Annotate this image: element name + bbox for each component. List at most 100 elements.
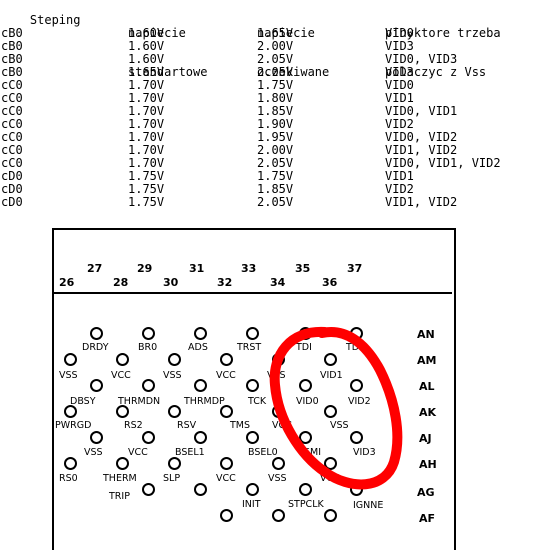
- col-number-37: 37: [347, 262, 363, 275]
- pin: [168, 353, 181, 366]
- pin: [299, 379, 312, 392]
- expected-voltage-cell: 1.90V: [257, 117, 294, 131]
- pin: [324, 457, 337, 470]
- row-label-ah: AH: [419, 458, 437, 471]
- pin: [324, 353, 337, 366]
- pin-label-dbsy: DBSY: [70, 396, 96, 407]
- row-label-am: AM: [417, 354, 437, 367]
- header-expected-line1: napiecie: [257, 26, 315, 40]
- header-pins-line1: pinyktore trzeba: [385, 26, 501, 40]
- pin: [142, 483, 155, 496]
- pin-label-vcc: VCC: [216, 370, 236, 381]
- expected-voltage-cell: 2.05V: [257, 195, 294, 209]
- pin: [142, 327, 155, 340]
- expected-voltage-cell: 1.85V: [257, 182, 294, 196]
- standard-voltage-cell: 1.70V: [128, 91, 165, 105]
- pin: [194, 431, 207, 444]
- red-highlight-ellipse: [269, 326, 403, 490]
- pins-cell: VID1: [385, 169, 414, 183]
- pin-label-vid3: VID3: [353, 447, 376, 458]
- pin: [116, 457, 129, 470]
- steping-cell: cB0: [1, 26, 23, 40]
- header-pins-to-vss: pinyktore trzeba polaczyc z Vss: [385, 1, 501, 105]
- pins-cell: VID2: [385, 117, 414, 131]
- pins-cell: VID3: [385, 65, 414, 79]
- standard-voltage-cell: 1.70V: [128, 156, 165, 170]
- standard-voltage-cell: 1.75V: [128, 182, 165, 196]
- standard-voltage-cell: 1.70V: [128, 78, 165, 92]
- pins-cell: VID0: [385, 26, 414, 40]
- steping-cell: cC0: [1, 104, 23, 118]
- pins-cell: VID1, VID2: [385, 143, 458, 157]
- expected-voltage-cell: 1.65V: [257, 26, 294, 40]
- row-label-an: AN: [417, 328, 435, 341]
- pin-label-init: INIT: [242, 499, 261, 510]
- expected-voltage-cell: 1.80V: [257, 91, 294, 105]
- pin: [220, 405, 233, 418]
- standard-voltage-cell: 1.60V: [128, 52, 165, 66]
- steping-cell: cB0: [1, 52, 23, 66]
- pin: [299, 431, 312, 444]
- standard-voltage-cell: 1.70V: [128, 117, 165, 131]
- pin-label-thrmdn: THRMDN: [118, 396, 161, 407]
- steping-cell: cC0: [1, 156, 23, 170]
- header-pins-line2: polaczyc z Vss: [385, 65, 487, 79]
- pin: [168, 457, 181, 470]
- steping-cell: cD0: [1, 182, 23, 196]
- pin: [90, 431, 103, 444]
- pin-label-vss: VSS: [59, 370, 78, 381]
- pin: [220, 353, 233, 366]
- standard-voltage-cell: 1.75V: [128, 169, 165, 183]
- pins-cell: VID0, VID1, VID2: [385, 156, 501, 170]
- diagram-frame: [52, 228, 456, 550]
- pin-label-vss: VSS: [163, 370, 182, 381]
- pin: [194, 379, 207, 392]
- row-label-al: AL: [419, 380, 435, 393]
- pin-label-rs0: RS0: [59, 473, 78, 484]
- pin: [116, 405, 129, 418]
- pin: [246, 379, 259, 392]
- col-number-33: 33: [241, 262, 257, 275]
- pin-label-vss: VSS: [268, 473, 287, 484]
- steping-cell: cD0: [1, 195, 23, 209]
- col-number-34: 34: [270, 276, 286, 289]
- expected-voltage-cell: 2.00V: [257, 143, 294, 157]
- pin-label-vcc: VCC: [128, 447, 148, 458]
- expected-voltage-cell: 2.05V: [257, 156, 294, 170]
- pin: [168, 405, 181, 418]
- standard-voltage-cell: 1.70V: [128, 130, 165, 144]
- pin: [90, 379, 103, 392]
- pin: [64, 457, 77, 470]
- pin: [350, 379, 363, 392]
- pin: [142, 379, 155, 392]
- header-expected-line2: oczekiwane: [257, 65, 330, 79]
- col-number-28: 28: [113, 276, 129, 289]
- row-label-ak: AK: [419, 406, 437, 419]
- pin-label-tdo: TDO: [346, 342, 367, 353]
- standard-voltage-cell: 1.75V: [128, 195, 165, 209]
- steping-cell: cB0: [1, 39, 23, 53]
- pin-label-vid0: VID0: [296, 396, 319, 407]
- pin-label-vcc: VCC: [111, 370, 131, 381]
- pin: [246, 327, 259, 340]
- expected-voltage-cell: 1.75V: [257, 78, 294, 92]
- pin-label-smi: SMI: [304, 447, 322, 458]
- pin-label-pwrgd: PWRGD: [55, 420, 92, 431]
- col-number-36: 36: [322, 276, 338, 289]
- steping-cell: cC0: [1, 130, 23, 144]
- header-steping-line1: Steping: [29, 13, 81, 27]
- pins-cell: VID1, VID2: [385, 195, 458, 209]
- expected-voltage-cell: 2.05V: [257, 65, 294, 79]
- pin-label-bsel1: BSEL1: [175, 447, 205, 458]
- header-expected-voltage: napiecie oczekiwane: [257, 1, 329, 105]
- pin-label-drdy: DRDY: [82, 342, 109, 353]
- pin-label-br0: BR0: [138, 342, 158, 353]
- pin: [350, 431, 363, 444]
- pin-label-stpclk: STPCLK: [288, 499, 324, 510]
- pin: [299, 483, 312, 496]
- pin: [142, 431, 155, 444]
- expected-voltage-cell: 2.05V: [257, 52, 294, 66]
- header-standard-line2: standartowe: [128, 65, 208, 79]
- expected-voltage-cell: 1.75V: [257, 169, 294, 183]
- diagram-divider: [52, 292, 452, 294]
